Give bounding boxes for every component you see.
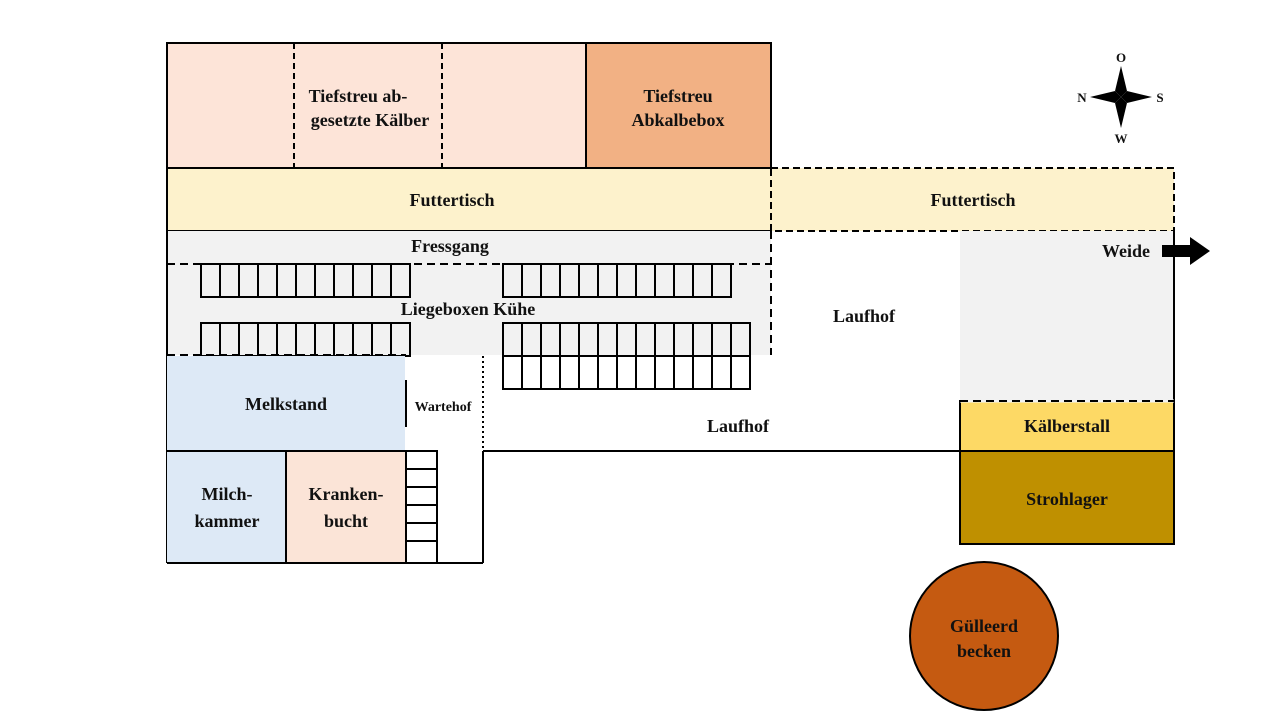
compass-east-label: O bbox=[1116, 50, 1126, 65]
stall-box bbox=[521, 355, 542, 390]
stall-box bbox=[405, 522, 438, 542]
strohlager-label: Strohlager bbox=[1026, 489, 1108, 509]
futtertisch-left-area bbox=[167, 168, 771, 231]
stall-box bbox=[635, 355, 656, 390]
compass-south-label: S bbox=[1156, 90, 1163, 105]
stall-box bbox=[540, 355, 561, 390]
stall-box bbox=[711, 263, 732, 298]
krankenbucht-area bbox=[286, 451, 405, 563]
futtertisch-left-label: Futtertisch bbox=[410, 190, 495, 210]
milchkammer-label-1: Milch- bbox=[202, 484, 253, 504]
stall-box bbox=[390, 263, 411, 298]
stall-box bbox=[405, 450, 438, 470]
compass-west-label: W bbox=[1115, 131, 1128, 146]
stall-box bbox=[502, 355, 523, 390]
krankenbucht-label-2: bucht bbox=[324, 511, 368, 531]
futtertisch-right-label: Futtertisch bbox=[931, 190, 1016, 210]
weide-arrow-icon bbox=[1162, 237, 1210, 265]
compass-north-label: N bbox=[1077, 90, 1087, 105]
right-liegeboxen-area bbox=[960, 231, 1174, 401]
stall-box bbox=[673, 355, 694, 390]
abkalbebox-label-1: Tiefstreu bbox=[643, 86, 712, 106]
krankenbucht-label-1: Kranken- bbox=[308, 484, 383, 504]
kaelberstall-label: Kälberstall bbox=[1024, 416, 1110, 436]
guelle-label-1: Gülleerd bbox=[950, 616, 1018, 636]
tiefstreu-kaelber-label-1: Tiefstreu ab- bbox=[309, 86, 408, 106]
melkstand-label: Melkstand bbox=[245, 394, 327, 414]
wartehof-label: Wartehof bbox=[415, 400, 472, 415]
stall-box bbox=[559, 355, 580, 390]
stall-box bbox=[616, 355, 637, 390]
abkalbebox-area bbox=[585, 42, 772, 169]
stall-box bbox=[578, 355, 599, 390]
futtertisch-right-area bbox=[770, 167, 1175, 232]
abkalbebox-label-2: Abkalbebox bbox=[631, 110, 724, 130]
tiefstreu-kaelber-area bbox=[166, 42, 587, 169]
stall-box bbox=[730, 355, 751, 390]
guelle-becken bbox=[909, 561, 1059, 711]
laufhof-upper-label: Laufhof bbox=[833, 306, 896, 326]
strohlager-area bbox=[959, 450, 1175, 545]
stall-box bbox=[405, 468, 438, 488]
laufhof-lower-label: Laufhof bbox=[707, 416, 770, 436]
liegeboxen-label: Liegeboxen Kühe bbox=[401, 299, 536, 319]
weide-label: Weide bbox=[1102, 241, 1150, 261]
stall-box bbox=[711, 355, 732, 390]
stall-box bbox=[405, 504, 438, 524]
compass-icon: O W N S bbox=[1077, 50, 1163, 146]
milchkammer-label-2: kammer bbox=[195, 511, 260, 531]
melkstand-area bbox=[167, 356, 405, 450]
stall-box bbox=[597, 355, 618, 390]
stall-box bbox=[405, 540, 438, 564]
stall-box bbox=[654, 355, 675, 390]
stall-box bbox=[405, 486, 438, 506]
fressgang-label: Fressgang bbox=[411, 236, 489, 256]
guelle-label-2: becken bbox=[957, 641, 1011, 661]
milchkammer-area bbox=[167, 451, 286, 563]
fressgang-area bbox=[167, 231, 771, 355]
stall-box bbox=[692, 355, 713, 390]
tiefstreu-kaelber-label-2: gesetzte Kälber bbox=[311, 110, 429, 130]
kaelberstall-area bbox=[959, 400, 1175, 452]
